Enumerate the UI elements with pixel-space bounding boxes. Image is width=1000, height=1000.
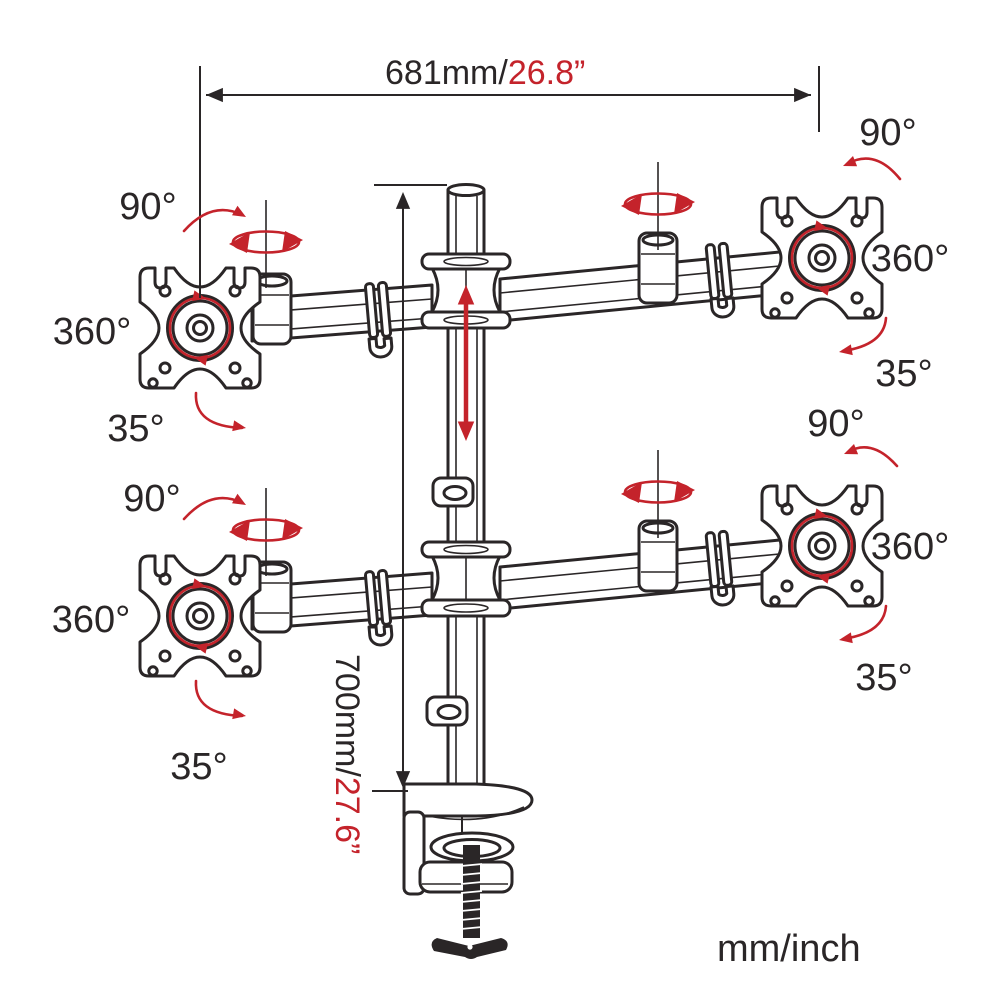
height-dimension-label: 700mm/27.6” — [328, 654, 366, 854]
width-dimension-imperial: 26.8” — [508, 54, 586, 92]
height-dimension-metric: 700mm/ — [328, 654, 366, 777]
screw-threads — [460, 863, 483, 930]
desk-clamp — [402, 782, 534, 959]
angle-labels: 90° 360° 35° 90° 360° 35° 90° 360° 35° 9… — [52, 112, 950, 788]
label-90-bottom-right: 90° — [807, 403, 864, 445]
height-dimension-imperial: 27.6” — [328, 777, 366, 855]
lower-arm-assembly — [140, 450, 882, 676]
label-360-top-right: 360° — [871, 238, 950, 280]
width-dimension-label: 681mm/26.8” — [385, 54, 585, 92]
pole-cable-clip-upper — [431, 476, 475, 508]
label-90-bottom-left: 90° — [123, 478, 180, 520]
rotation-arrows — [182, 156, 902, 722]
label-90-top-right: 90° — [859, 112, 916, 154]
width-dimension: 681mm/26.8” — [199, 54, 820, 298]
upper-arm-assembly — [140, 162, 882, 388]
width-dimension-metric: 681mm/ — [385, 54, 508, 92]
height-dimension: 700mm/27.6” — [328, 184, 447, 854]
label-35-bottom-right: 35° — [855, 657, 912, 699]
label-35-top-left: 35° — [107, 408, 164, 450]
label-35-top-right: 35° — [875, 353, 932, 395]
label-360-bottom-left: 360° — [52, 599, 131, 641]
units-legend: mm/inch — [717, 928, 861, 970]
label-90-top-left: 90° — [119, 186, 176, 228]
pole-cable-clip-lower — [425, 695, 469, 727]
label-360-top-left: 360° — [53, 311, 132, 353]
label-360-bottom-right: 360° — [871, 526, 950, 568]
label-35-bottom-left: 35° — [170, 746, 227, 788]
height-adjust-arrow-icon — [457, 285, 475, 441]
